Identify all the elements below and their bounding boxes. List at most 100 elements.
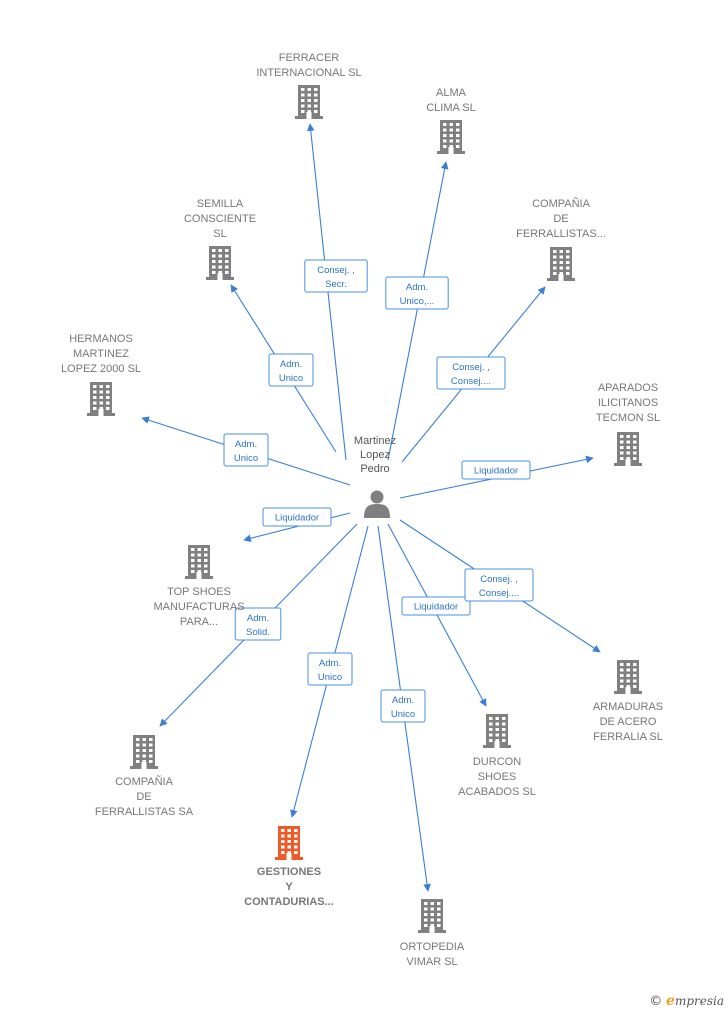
- role-box: [380, 689, 426, 723]
- company-label: COMPAÑIA: [115, 775, 174, 788]
- company-label: APARADOS: [598, 382, 658, 394]
- company-label: INTERNACIONAL SL: [256, 67, 361, 79]
- role-text: Consej....: [479, 588, 519, 599]
- company-label: SEMILLA: [197, 198, 244, 210]
- building-icon: [437, 120, 465, 154]
- person-name: Lopez: [360, 449, 390, 461]
- role-text: Adm.: [247, 613, 269, 624]
- building-icon: [206, 246, 234, 280]
- role-text: Solid.: [246, 627, 270, 638]
- edges-layer: Consej. ,Secr.Adm.Unico,...Adm.UnicoCons…: [141, 123, 601, 892]
- company-label: CONTADURIAS...: [244, 896, 334, 908]
- building-icon: [614, 432, 642, 466]
- company-label: ORTOPEDIA: [400, 941, 465, 953]
- company-label: VIMAR SL: [406, 956, 457, 968]
- company-label: SHOES: [478, 771, 517, 783]
- brand-initial: e: [666, 993, 675, 1009]
- company-node-top-shoes[interactable]: TOP SHOES MANUFACTURAS PARA...: [153, 545, 245, 628]
- company-label: MANUFACTURAS: [153, 601, 244, 613]
- role-badge-durcon[interactable]: Liquidador: [401, 596, 471, 616]
- company-node-compania-ferrallistas-sa[interactable]: COMPAÑIA DE FERRALLISTAS SA: [95, 735, 194, 818]
- role-text: Adm.: [392, 695, 414, 706]
- role-text: Consej. ,: [452, 362, 490, 373]
- role-text: Liquidador: [474, 466, 518, 477]
- role-text: Unico,...: [400, 296, 435, 307]
- role-text: Unico: [391, 709, 415, 720]
- company-label: SL: [213, 228, 226, 240]
- role-box: [385, 276, 449, 310]
- role-text: Liquidador: [275, 513, 319, 524]
- role-badge-alma[interactable]: Adm. Unico,...: [385, 276, 449, 310]
- company-label: DURCON: [473, 756, 521, 768]
- role-box: [262, 507, 332, 527]
- company-node-semilla[interactable]: SEMILLA CONSCIENTE SL: [184, 198, 256, 280]
- brand-logo: © empresia: [649, 993, 724, 1009]
- company-label: HERMANOS: [69, 333, 133, 345]
- company-label: DE ACERO: [600, 716, 657, 728]
- copyright-symbol: ©: [649, 994, 663, 1009]
- person-name: Martinez: [354, 435, 396, 447]
- role-text: Consej....: [451, 376, 491, 387]
- role-box: [304, 259, 368, 293]
- role-badge-hermanos[interactable]: Adm.Unico: [223, 433, 269, 467]
- company-label: DE: [553, 213, 568, 225]
- company-node-gestiones[interactable]: GESTIONESYCONTADURIAS...: [244, 826, 334, 908]
- role-box: [234, 607, 282, 641]
- role-text: Adm.: [406, 282, 428, 293]
- role-badge-aparados[interactable]: Liquidador: [461, 460, 531, 480]
- building-icon: [614, 660, 642, 694]
- brand-name: mpresia: [674, 994, 724, 1008]
- role-text: Unico: [279, 373, 303, 384]
- company-node-ortopedia[interactable]: ORTOPEDIA VIMAR SL: [400, 899, 465, 968]
- building-icon: [130, 735, 158, 769]
- company-label: FERRALIA SL: [593, 731, 663, 743]
- company-node-compania-ferrallistas-dots[interactable]: COMPAÑIA DE FERRALLISTAS...: [516, 197, 606, 281]
- role-badge-semilla[interactable]: Adm.Unico: [268, 353, 314, 387]
- role-text: Consej. ,: [317, 265, 355, 276]
- edge-alma: [387, 161, 449, 461]
- role-badge-gestiones[interactable]: Adm. Unico: [307, 652, 353, 686]
- company-label: COMPAÑIA: [532, 197, 591, 210]
- building-icon: [483, 714, 511, 748]
- company-label: DE: [136, 791, 151, 803]
- company-label: FERRALLISTAS...: [516, 228, 606, 240]
- company-node-ferracer[interactable]: FERRACER INTERNACIONAL SL: [256, 52, 362, 119]
- role-badge-top-shoes[interactable]: Liquidador: [262, 507, 332, 527]
- role-box: [461, 460, 531, 480]
- company-label: Y: [285, 881, 293, 893]
- building-icon: [185, 545, 213, 579]
- role-badge-ferracer[interactable]: Consej. , Secr.: [304, 259, 368, 293]
- role-box: [307, 652, 353, 686]
- role-badge-compania-ferrallistas-sa[interactable]: Adm. Solid.: [234, 607, 282, 641]
- company-label: ALMA: [436, 87, 467, 99]
- building-icon: [547, 247, 575, 281]
- company-label: TECMON SL: [596, 412, 660, 424]
- company-label: PARA...: [180, 616, 218, 628]
- role-box: [436, 356, 506, 390]
- role-box: [464, 568, 534, 602]
- role-badge-armaduras[interactable]: Consej. ,Consej....: [464, 568, 534, 602]
- company-label: CONSCIENTE: [184, 213, 256, 225]
- role-text: Unico: [318, 672, 342, 683]
- company-label: FERRACER: [279, 52, 340, 64]
- role-text: Adm.: [319, 658, 341, 669]
- company-label: FERRALLISTAS SA: [95, 806, 194, 818]
- company-label: TOP SHOES: [167, 586, 231, 598]
- building-icon: [87, 382, 115, 416]
- person-name: Pedro: [360, 463, 389, 475]
- person-icon: [364, 490, 390, 518]
- role-badge-ortopedia[interactable]: Adm. Unico: [380, 689, 426, 723]
- building-icon: [275, 826, 303, 860]
- role-text: Liquidador: [414, 602, 458, 613]
- role-badge-compania-ferrallistas-dots[interactable]: Consej. , Consej....: [436, 356, 506, 390]
- building-icon: [295, 85, 323, 119]
- role-text: Secr.: [325, 279, 347, 290]
